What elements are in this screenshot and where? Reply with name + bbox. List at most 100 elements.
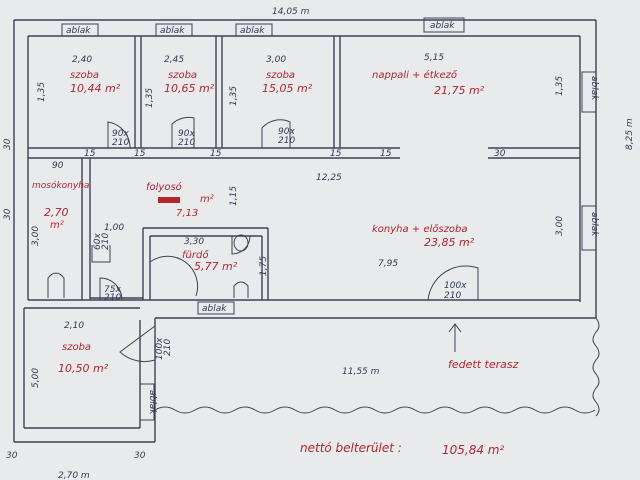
interior-walls [28,36,580,300]
svg-text:m²: m² [200,194,214,205]
room-folyoso: folyosó m² 7,13 [146,181,214,219]
svg-text:90x: 90x [178,129,195,139]
svg-text:ablak: ablak [430,21,455,31]
dim-1-35-d: 1,35 [555,76,565,96]
terrace-bottom-edge [154,406,596,414]
svg-text:ablak: ablak [66,26,91,36]
svg-text:7,13: 7,13 [176,208,198,219]
wall-15-a: 15 [84,149,96,159]
door-labels: 90x 210 90x 210 90x 210 75x 210 100x 210… [93,127,467,360]
windows: ablak ablak ablak ablak ablak ablak abla… [61,17,599,421]
dim-1-35-c: 1,35 [229,86,239,106]
room-nappali: 5,15 nappali + étkező 21,75 m² [372,53,485,97]
svg-text:210: 210 [444,291,461,301]
bottom-left-partial: 2,70 m [58,471,90,480]
room-mosokonyha: mosókonyha 2,70 m² [32,180,89,231]
window-top-3: ablak [235,23,273,37]
window-top-2: ablak [155,23,193,37]
wall-15-e: 15 [380,149,392,159]
svg-text:szoba: szoba [62,342,91,353]
dim-2-10: 2,10 [64,321,84,331]
svg-text:210: 210 [163,339,173,356]
bottom-30-a: 30 [6,451,18,461]
svg-text:60x: 60x [93,233,103,250]
svg-text:210: 210 [101,233,111,250]
dim-90: 90 [52,161,64,171]
mid-12-25: 12,25 [316,173,342,183]
dim-1-35-a: 1,35 [37,82,47,102]
dim-3-30: 3,30 [184,237,204,247]
room-szoba-3: 3,00 szoba 15,05 m² [262,55,313,95]
svg-text:nettó belterület :: nettó belterület : [300,441,402,455]
svg-text:szoba: szoba [70,70,99,81]
window-left-lower: ablak [139,383,157,421]
svg-text:m²: m² [50,220,64,231]
left-30-a: 30 [3,138,13,150]
wall-15-b: 15 [134,149,146,159]
corridor-11-55: 11,55 m [342,367,380,377]
dim-1-75: 1,75 [259,256,269,276]
svg-text:90x: 90x [112,129,129,139]
svg-text:210: 210 [178,138,195,148]
dim-1-35-b: 1,35 [145,88,155,108]
svg-text:ablak: ablak [202,304,227,314]
svg-text:2,45: 2,45 [164,55,184,65]
dim-7-95: 7,95 [378,259,398,269]
dim-5-00: 5,00 [31,368,41,388]
svg-text:100x: 100x [155,337,165,360]
bottom-30-b: 30 [134,451,146,461]
dim-1-00: 1,00 [104,223,124,233]
svg-text:szoba: szoba [168,70,197,81]
svg-text:nappali + étkező: nappali + étkező [372,69,458,81]
svg-text:ablak: ablak [589,76,599,101]
svg-text:90x: 90x [278,127,295,137]
net-area: nettó belterület : 105,84 m² [300,441,504,457]
door-arcs [99,116,479,363]
terrace-edge [592,317,600,417]
svg-text:szoba: szoba [266,70,295,81]
wall-15-c: 15 [210,149,222,159]
svg-text:210: 210 [104,293,121,303]
svg-text:10,65 m²: 10,65 m² [164,82,215,95]
terrace-label: fedett terasz [448,358,519,371]
svg-text:15,05 m²: 15,05 m² [262,82,313,95]
svg-text:100x: 100x [444,281,467,291]
window-right-2: ablak [581,205,599,251]
wall-15-d: 15 [330,149,342,159]
room-szoba-2: 2,45 szoba 10,65 m² [164,55,215,95]
svg-text:210: 210 [112,138,129,148]
svg-text:mosókonyha: mosókonyha [32,180,89,191]
svg-text:fürdő: fürdő [182,249,209,261]
svg-text:10,44 m²: 10,44 m² [70,82,121,95]
window-bottom-mid: ablak [197,301,235,315]
svg-text:2,40: 2,40 [72,55,92,65]
svg-text:ablak: ablak [160,26,185,36]
room-szoba-1: 2,40 szoba 10,44 m² [70,55,121,95]
svg-text:ablak: ablak [147,390,157,415]
fixtures [47,234,249,298]
terrace-arrow [448,323,462,352]
dim-3-00-right: 3,00 [555,216,565,236]
top-width-dim: 14,05 m [272,7,310,17]
svg-text:75x: 75x [104,285,121,295]
svg-text:folyosó: folyosó [146,181,182,193]
window-top-4: ablak [423,17,465,33]
dim-1-15: 1,15 [229,186,239,206]
window-top-1: ablak [61,23,99,37]
svg-text:5,15: 5,15 [424,53,444,63]
svg-text:23,85 m²: 23,85 m² [424,236,475,249]
svg-text:3,00: 3,00 [266,55,286,65]
svg-text:ablak: ablak [589,212,599,237]
wall-30-right: 30 [494,149,506,159]
svg-text:ablak: ablak [240,26,265,36]
svg-text:konyha + előszoba: konyha + előszoba [372,223,467,235]
room-furdo: fürdő 5,77 m² [182,249,238,273]
dim-3-00-left: 3,00 [31,226,41,246]
left-30-b: 30 [3,208,13,220]
svg-text:2,70: 2,70 [44,206,69,219]
room-konyha: konyha + előszoba 23,85 m² [372,223,475,249]
dimensions: 14,05 m 8,25 m 30 30 30 30 2,70 m 12,25 … [3,7,635,480]
svg-text:10,50 m²: 10,50 m² [58,362,109,375]
room-szoba-4: szoba 10,50 m² [58,342,109,375]
